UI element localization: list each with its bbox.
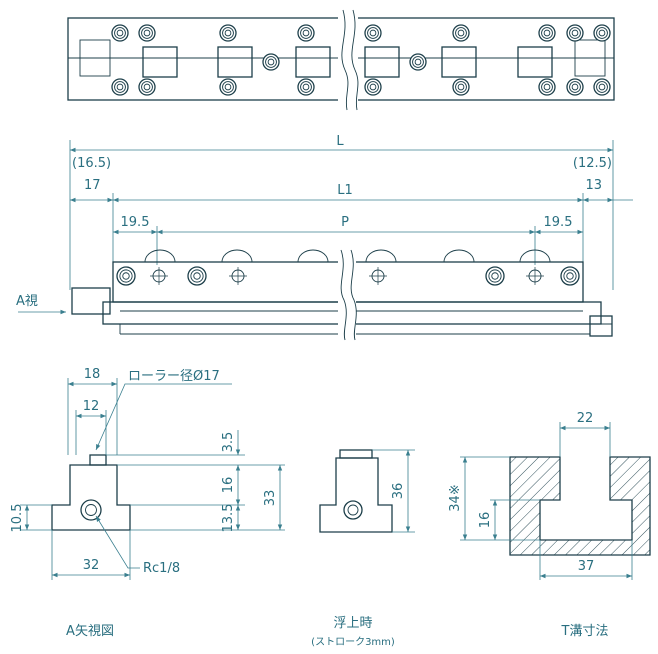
label-L: L xyxy=(336,134,344,149)
bolt-icon xyxy=(593,24,611,42)
break-gap xyxy=(338,10,358,110)
top-view-end-block-left xyxy=(79,39,111,77)
bolt-icon xyxy=(452,78,470,96)
label-view-arrow: A視 xyxy=(16,294,38,309)
break-mark xyxy=(350,249,357,341)
label-pitch-left: 19.5 xyxy=(121,215,150,230)
bolt-icon xyxy=(262,53,280,71)
roller-leader xyxy=(95,383,232,451)
break-mark xyxy=(340,249,347,341)
float-view-roller-top xyxy=(339,449,373,459)
hole-marker xyxy=(150,267,168,285)
label-33: 33 xyxy=(263,490,278,507)
label-3.5: 3.5 xyxy=(221,432,236,453)
float-port-circle xyxy=(343,500,363,520)
label-37: 37 xyxy=(578,559,595,574)
label-roller-note: ローラー径Ø17 xyxy=(128,369,220,384)
bolt-icon xyxy=(364,78,382,96)
bolt-icon xyxy=(566,24,584,42)
bolt-icon xyxy=(538,78,556,96)
bolt-icon xyxy=(593,78,611,96)
front-view-bolts xyxy=(116,266,580,286)
hole-marker xyxy=(369,267,387,285)
label-right: 13 xyxy=(585,178,602,193)
roller-dome xyxy=(443,249,475,263)
bolt-icon xyxy=(187,266,207,286)
label-13.5: 13.5 xyxy=(221,504,236,533)
roller-dome xyxy=(365,249,397,263)
bolt-icon xyxy=(560,266,580,286)
a-view xyxy=(20,378,285,580)
bolt-icon xyxy=(116,266,136,286)
roller-dome xyxy=(297,249,329,263)
roller-dome xyxy=(144,249,176,263)
roller-dome xyxy=(519,249,551,263)
label-left: 17 xyxy=(84,178,101,193)
end-block-right xyxy=(589,315,613,337)
bolt-icon xyxy=(138,78,156,96)
label-right-paren: (12.5) xyxy=(573,156,612,171)
bolt-icon xyxy=(364,24,382,42)
roller-dome xyxy=(221,249,253,263)
label-pitch-right: 19.5 xyxy=(544,215,573,230)
bolt-icon xyxy=(297,24,315,42)
bolt-icon xyxy=(138,24,156,42)
a-view-roller-top xyxy=(89,454,107,466)
label-16: 16 xyxy=(221,477,236,494)
break-mark xyxy=(341,9,349,111)
caption-float: 浮上時 xyxy=(333,616,372,631)
hole-marker xyxy=(229,267,247,285)
label-P: P xyxy=(341,215,349,230)
hole-marker xyxy=(526,267,544,285)
caption-t-slot: T溝寸法 xyxy=(561,624,609,639)
bolt-icon xyxy=(566,78,584,96)
caption-float-sub: (ストローク3mm) xyxy=(311,636,395,648)
bolt-icon xyxy=(538,24,556,42)
bolt-icon xyxy=(485,266,505,286)
label-12: 12 xyxy=(83,399,100,414)
label-10.5: 10.5 xyxy=(10,504,25,533)
top-pad xyxy=(517,46,553,78)
caption-a-view: A矢視図 xyxy=(66,624,114,639)
label-34: 34※ xyxy=(448,484,463,511)
label-32: 32 xyxy=(83,558,100,573)
label-L1: L1 xyxy=(337,183,353,198)
port-leader xyxy=(95,515,140,569)
label-22: 22 xyxy=(577,411,594,426)
bolt-icon xyxy=(297,78,315,96)
top-pad xyxy=(217,46,253,78)
top-pad xyxy=(441,46,477,78)
top-pad xyxy=(295,46,331,78)
bolt-icon xyxy=(219,24,237,42)
top-view-end-block-right xyxy=(574,39,606,77)
port-circle xyxy=(80,499,102,521)
top-view-bolts xyxy=(111,24,611,96)
bolt-icon xyxy=(111,24,129,42)
top-pad xyxy=(142,46,178,78)
bolt-icon xyxy=(452,24,470,42)
label-36: 36 xyxy=(391,483,406,500)
label-16b: 16 xyxy=(478,512,493,529)
top-view xyxy=(67,9,615,111)
end-block-left xyxy=(71,287,111,315)
float-view xyxy=(319,449,415,533)
bolt-icon xyxy=(219,78,237,96)
t-slot-view xyxy=(460,422,651,580)
front-view xyxy=(18,140,633,341)
bolt-icon xyxy=(111,78,129,96)
top-pad xyxy=(364,46,400,78)
label-left-paren: (16.5) xyxy=(72,156,111,171)
label-port-note: Rc1/8 xyxy=(143,561,180,576)
t-slot-section xyxy=(509,456,651,556)
break-mark xyxy=(351,9,359,111)
float-view-body xyxy=(319,457,393,533)
label-18: 18 xyxy=(84,367,101,382)
bolt-icon xyxy=(409,53,427,71)
